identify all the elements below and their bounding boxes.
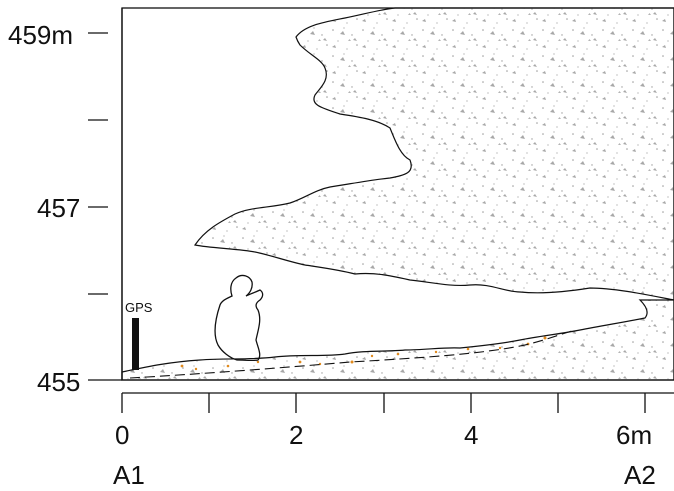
x-axis bbox=[121, 392, 674, 413]
human-scale-figure-icon bbox=[214, 274, 264, 362]
x-label-4: 4 bbox=[464, 420, 479, 450]
x-label-6m: 6m bbox=[616, 420, 653, 450]
y-label-455: 455 bbox=[37, 367, 81, 397]
upper-rock-mass bbox=[194, 7, 674, 301]
y-label-457: 457 bbox=[37, 193, 81, 223]
y-label-459m: 459m bbox=[8, 20, 74, 50]
y-axis bbox=[88, 8, 123, 381]
section-end-a1: A1 bbox=[113, 460, 145, 490]
gps-label: GPS bbox=[125, 300, 153, 315]
sediment-marks bbox=[180, 336, 547, 371]
sediment-boundary-line bbox=[129, 329, 576, 379]
section-end-a2: A2 bbox=[624, 460, 656, 490]
gps-pole-icon bbox=[132, 318, 139, 370]
x-label-0: 0 bbox=[115, 420, 130, 450]
x-label-2: 2 bbox=[289, 420, 304, 450]
floor-rock bbox=[121, 299, 674, 381]
